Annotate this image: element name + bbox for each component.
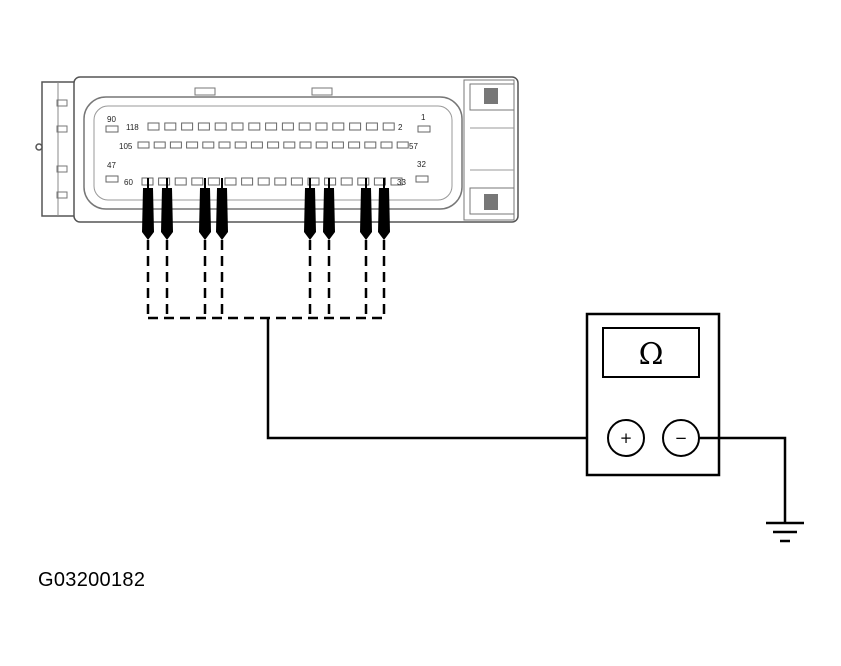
pin-cavity — [332, 122, 345, 131]
pin-cavity — [324, 177, 337, 186]
connector-pin-rows — [105, 122, 431, 186]
pin-cavity — [214, 122, 227, 131]
pin-cavity — [207, 177, 220, 186]
pin-cavity — [248, 122, 261, 131]
pin-cavity — [298, 122, 311, 131]
ecm-connector — [35, 76, 519, 223]
pin-cavity — [315, 122, 328, 131]
ohmmeter: Ω + − — [585, 312, 721, 477]
pin-label-1: 1 — [421, 113, 426, 122]
pin-cavity — [415, 175, 429, 183]
pin-label-32: 32 — [417, 160, 426, 169]
pin-label-33: 33 — [397, 178, 406, 187]
probe — [304, 178, 316, 318]
probe — [378, 178, 390, 318]
probe — [161, 178, 173, 318]
pin-cavity — [283, 141, 296, 149]
positive-test-lead — [266, 318, 607, 440]
pin-label-105: 105 — [119, 142, 133, 151]
test-probes — [142, 178, 390, 318]
pin-label-2: 2 — [398, 123, 403, 132]
probe — [360, 178, 372, 318]
pin-cavity — [267, 141, 280, 149]
pin-cavity — [357, 177, 370, 186]
probe — [199, 178, 211, 318]
pin-cavity — [382, 122, 395, 131]
pin-cavity — [380, 141, 393, 149]
plus-icon: + — [620, 429, 633, 447]
figure-id: G03200182 — [38, 569, 146, 591]
pin-cavity — [307, 177, 320, 186]
pin-cavity — [365, 122, 378, 131]
pin-cavity — [331, 141, 344, 149]
pin-cavity — [373, 177, 386, 186]
pin-cavity — [417, 125, 431, 133]
pin-cavity — [281, 122, 294, 131]
pin-cavity — [191, 177, 204, 186]
pin-cavity — [396, 141, 409, 149]
pin-cavity — [234, 141, 247, 149]
pin-cavity — [265, 122, 278, 131]
pin-cavity — [186, 141, 199, 149]
minus-icon: − — [675, 429, 688, 447]
pin-cavity — [137, 141, 150, 149]
pin-cavity — [257, 177, 270, 186]
pin-cavity — [340, 177, 353, 186]
pin-cavity — [299, 141, 312, 149]
pin-cavity — [390, 177, 403, 186]
pin-cavity — [274, 177, 287, 186]
pin-cavity — [250, 141, 263, 149]
pin-cavity — [202, 141, 215, 149]
pin-label-90: 90 — [107, 115, 116, 124]
pin-cavity — [197, 122, 210, 131]
pin-label-47: 47 — [107, 161, 116, 170]
connector-pin-labels: 90 118 2 1 105 57 47 60 33 32 — [107, 113, 426, 187]
positive-terminal — [607, 419, 645, 457]
pin-cavity — [147, 122, 160, 131]
pin-label-57: 57 — [409, 142, 418, 151]
probe — [216, 178, 228, 318]
pin-cavity — [153, 141, 166, 149]
pin-cavity — [169, 141, 182, 149]
pin-cavity — [349, 122, 362, 131]
pin-cavity — [105, 175, 119, 183]
pin-cavity — [174, 177, 187, 186]
probe — [323, 178, 335, 318]
pin-cavity — [224, 177, 237, 186]
pin-cavity — [164, 122, 177, 131]
pin-cavity — [158, 177, 171, 186]
pin-cavity — [105, 125, 119, 133]
pin-label-118: 118 — [126, 123, 139, 132]
pin-cavity — [218, 141, 231, 149]
pin-cavity — [348, 141, 361, 149]
ohm-symbol: Ω — [639, 337, 664, 372]
pin-cavity — [364, 141, 377, 149]
pin-cavity — [241, 177, 254, 186]
pin-label-60: 60 — [124, 178, 133, 187]
probe — [142, 178, 154, 318]
ground-icon — [766, 521, 804, 543]
pin-cavity — [181, 122, 194, 131]
pin-cavity — [315, 141, 328, 149]
pin-cavity — [231, 122, 244, 131]
negative-test-lead — [699, 436, 787, 522]
pin-cavity — [290, 177, 303, 186]
